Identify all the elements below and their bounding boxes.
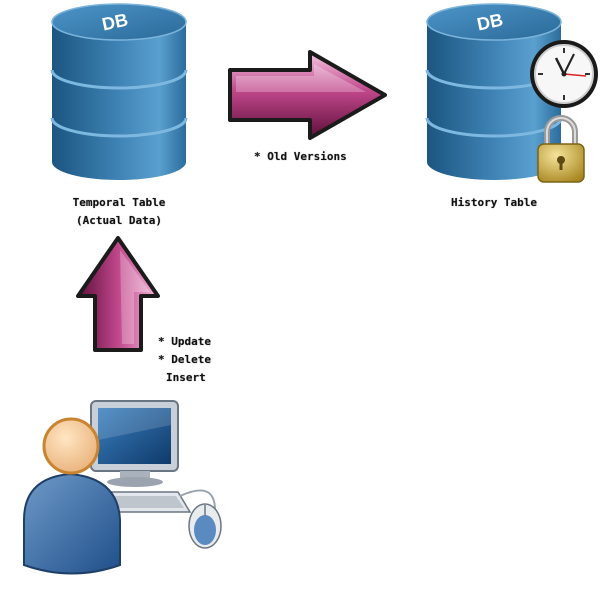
old-versions-caption: * Old Versions [254, 150, 347, 163]
history-table-label: History Table [450, 196, 538, 209]
temporal-table-label-line2: (Actual Data) [75, 214, 163, 227]
caption-update: * Update [158, 335, 211, 348]
temporal-table-label: Temporal Table (Actual Data) [54, 194, 184, 230]
caption-insert: Insert [166, 371, 206, 384]
computer-monitor-icon [90, 400, 179, 487]
right-arrow-icon [228, 50, 387, 140]
mouse-icon [179, 489, 222, 549]
dml-operations-caption: * Update * Delete Insert [158, 333, 211, 387]
temporal-table-label-line1: Temporal Table [72, 196, 166, 209]
user-person-icon [23, 417, 121, 575]
clock-icon [530, 40, 598, 108]
temporal-table-db-icon: DB [50, 3, 188, 180]
keyboard-icon [103, 491, 192, 513]
up-arrow-icon [76, 236, 160, 352]
caption-delete: * Delete [158, 353, 211, 366]
padlock-icon [537, 115, 585, 183]
